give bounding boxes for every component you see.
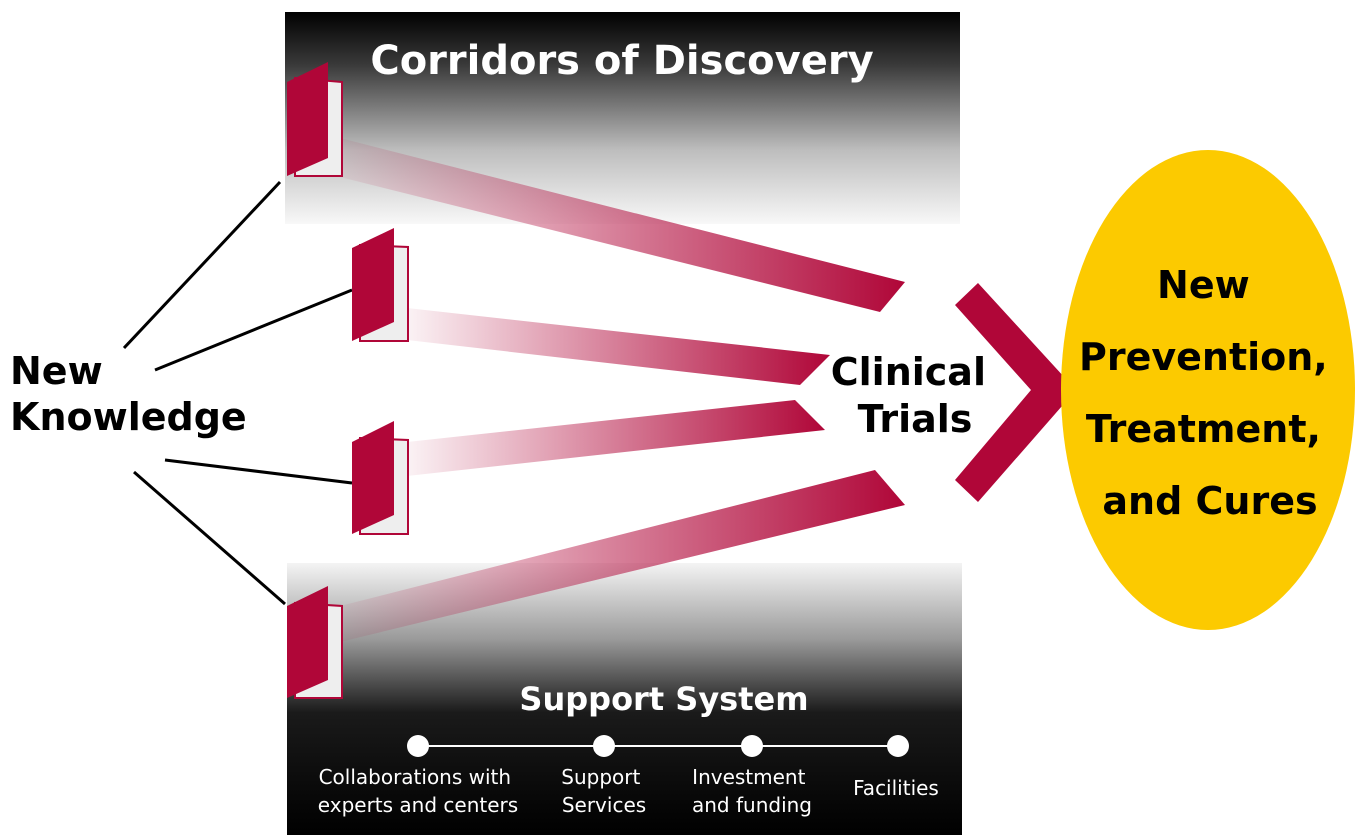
new-knowledge-line2: Knowledge [10,395,247,439]
support-item-line1: Investment [692,765,805,789]
discovery-beam-1 [340,138,905,312]
book-icon [287,62,343,177]
connector-line-4 [133,470,286,606]
support-item-investment: Investment and funding [692,765,812,817]
book-icon [352,228,409,342]
support-item-line1: Support [561,765,640,789]
corridors-title: Corridors of Discovery [370,38,873,84]
chevron-right-icon [955,283,1076,502]
outcome-line2: Prevention, [1079,335,1328,379]
support-item-line2: Services [562,793,646,817]
support-item-facilities: Facilities [853,776,939,800]
discovery-beam-4 [340,470,905,642]
support-item-line2: and funding [692,793,812,817]
timeline-node [741,735,763,757]
timeline-node [593,735,615,757]
outcome-line3: Treatment, [1086,407,1321,451]
clinical-trials-line2: Trials [858,397,973,441]
new-knowledge-label: New Knowledge [10,349,247,439]
outcome-line4: and Cures [1102,479,1317,523]
outcome-label: New Prevention, Treatment, and Cures [1079,263,1341,523]
new-knowledge-line1: New [10,349,103,393]
clinical-trials-label: Clinical Trials [831,350,999,441]
connector-line-2 [154,288,353,372]
timeline-node [887,735,909,757]
timeline-node [407,735,429,757]
connector-line-1 [122,180,282,350]
support-item-line2: experts and centers [318,793,518,817]
support-item-line1: Collaborations with [319,765,512,789]
outcome-line1: New [1157,263,1250,307]
support-item-services: Support Services [561,765,646,817]
discovery-beam-2 [407,308,830,385]
book-icon [287,586,343,699]
connector-line-3 [164,458,353,485]
support-system-title: Support System [519,680,808,718]
book-icon [352,421,409,535]
outcome-ellipse [1061,150,1355,630]
clinical-trials-line1: Clinical [831,350,986,394]
discovery-beam-3 [407,400,825,476]
support-item-collaborations: Collaborations with experts and centers [318,765,518,817]
